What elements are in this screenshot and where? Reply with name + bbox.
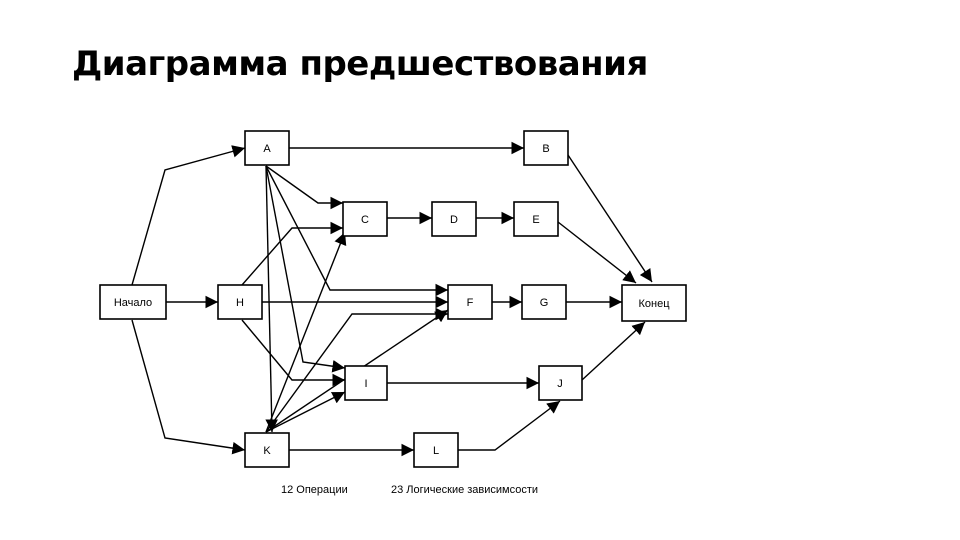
node-b: B [523, 130, 569, 166]
svg-text:J: J [557, 378, 563, 390]
edge-start-k [131, 319, 246, 455]
svg-text:G: G [540, 297, 549, 309]
edge-j-end [581, 321, 646, 381]
node-e: E [513, 201, 559, 237]
edge-a-c [265, 165, 343, 210]
node-end: Конец [621, 284, 687, 322]
node-j: J [538, 365, 583, 401]
edge-l-j [458, 400, 561, 451]
node-d: D [431, 201, 477, 237]
svg-text:C: C [361, 214, 369, 226]
node-g: G [521, 284, 567, 320]
svg-text:E: E [532, 214, 539, 226]
node-h: H [217, 284, 263, 320]
node-l: L [413, 432, 459, 468]
edge-a-i [265, 165, 346, 373]
caption-dependencies: 23 Логические зависимсости [391, 484, 538, 496]
svg-text:H: H [236, 297, 244, 309]
node-k: K [244, 432, 290, 468]
caption-operations: 12 Операции [281, 484, 348, 496]
node-start: Начало [99, 284, 167, 320]
node-c: C [342, 201, 388, 237]
svg-text:I: I [364, 378, 367, 390]
edge-start-a [131, 145, 246, 286]
edge-h-i [241, 319, 345, 387]
edge-a-k [265, 165, 279, 433]
node-i: I [344, 365, 388, 401]
edge-h-c [241, 221, 343, 286]
edge-k-f [265, 307, 448, 433]
edge-b-end [567, 154, 653, 283]
svg-text:Конец: Конец [638, 298, 670, 310]
svg-text:D: D [450, 214, 458, 226]
edge-k-c [265, 231, 347, 433]
node-f: F [447, 284, 493, 320]
svg-text:K: K [263, 445, 271, 457]
svg-text:F: F [467, 297, 474, 309]
edge-k-i [265, 391, 346, 433]
svg-text:B: B [542, 143, 549, 155]
page-title: Диаграмма предшествования [72, 44, 648, 84]
edge-e-end [557, 221, 637, 284]
svg-text:A: A [263, 143, 271, 155]
edges [131, 141, 653, 457]
svg-text:Начало: Начало [114, 297, 152, 309]
node-a: A [244, 130, 290, 166]
svg-text:L: L [433, 445, 439, 457]
edge-a-f [265, 165, 448, 297]
